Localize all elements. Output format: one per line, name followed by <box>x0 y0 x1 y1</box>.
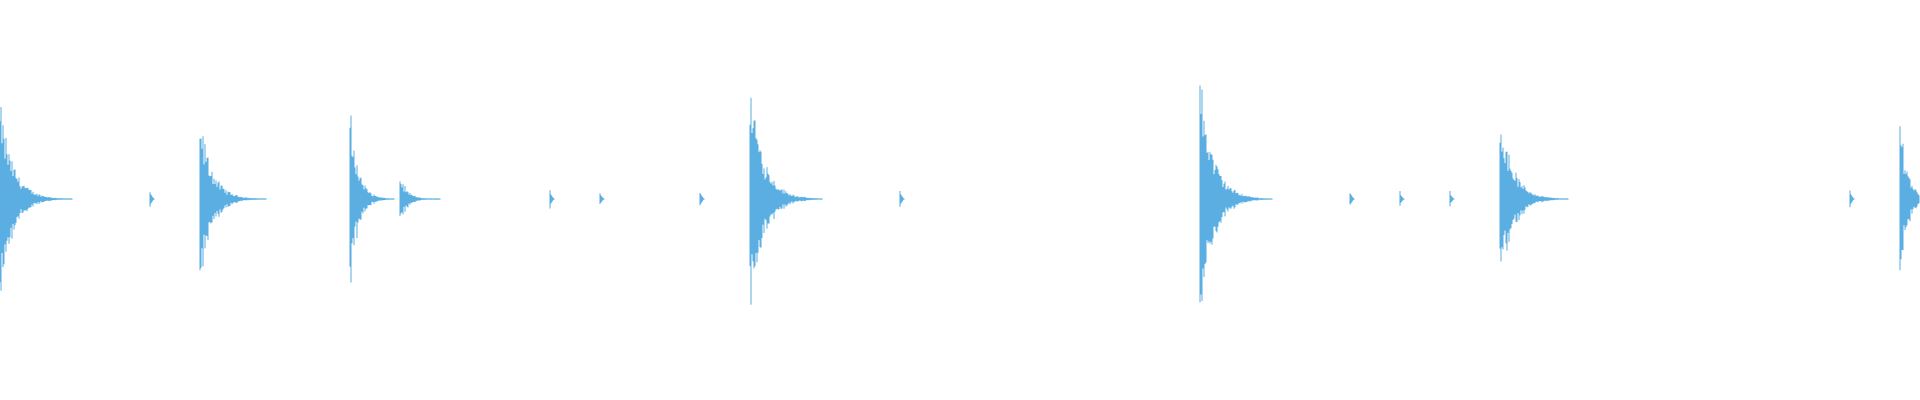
waveform-transient <box>199 136 267 271</box>
waveform-transient-tick <box>1450 194 1454 204</box>
waveform-transient-tick <box>150 193 154 205</box>
waveform-transient-tick <box>1850 193 1854 205</box>
waveform-transient-tick <box>550 193 554 205</box>
waveform-transient <box>1499 134 1569 262</box>
waveform-layer <box>0 85 1920 305</box>
waveform-transient <box>749 97 823 305</box>
waveform-transient-tick <box>1400 194 1404 204</box>
waveform-transient <box>0 107 73 291</box>
waveform-transient <box>1899 126 1920 271</box>
waveform-transient <box>349 115 395 283</box>
waveform-transient <box>1199 85 1273 303</box>
waveform-transient <box>399 181 441 217</box>
waveform-transient-tick <box>1350 193 1354 205</box>
waveform-transient-tick <box>700 193 704 205</box>
waveform-transient-tick <box>900 193 904 205</box>
waveform-transient-tick <box>600 194 604 204</box>
